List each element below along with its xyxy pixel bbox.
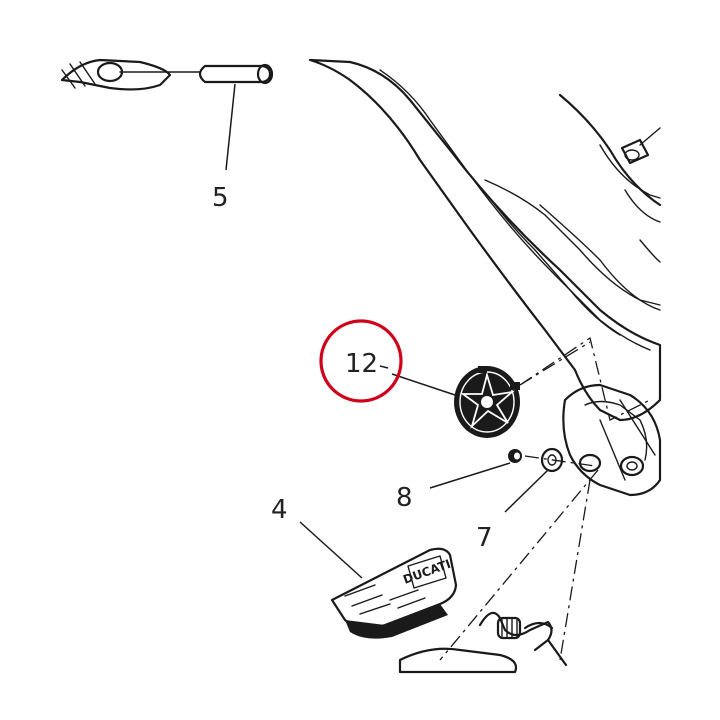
assembly-axis-upper [519,336,651,421]
leader-8 [429,462,511,489]
part-5-pin [198,63,274,85]
bolt-top-right [620,127,661,165]
leader-7 [504,469,549,513]
return-spring [478,611,554,652]
part-8-clip [508,449,522,463]
leader-4 [299,521,363,579]
callout-part-5: 5 [212,183,229,213]
part-4-footpeg: DUCATI [330,547,458,639]
callout-part-12: 12 [345,349,378,379]
callout-part-7: 7 [476,523,493,553]
leader-12 [391,373,456,396]
lower-bracket-partial [398,647,518,674]
assembly-axis-lower-right [559,479,591,661]
callout-part-8: 8 [396,483,413,513]
highlight-ring [319,319,403,403]
frame-bracket [308,58,662,497]
leader-5 [225,83,236,171]
callout-part-4: 4 [271,495,288,525]
rider-footpeg-partial [60,58,201,91]
part-12-cap [454,366,520,438]
bracket-bolts [578,453,645,477]
